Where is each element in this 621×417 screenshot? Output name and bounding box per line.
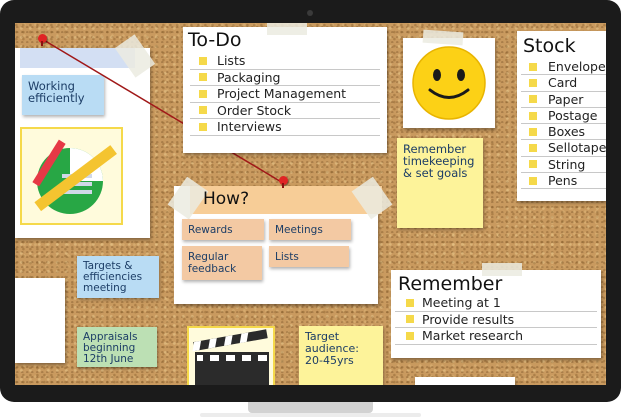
list-item: Market research [395,328,597,345]
corkboard-screen: Working efficiently To-Do Lists Packa [15,23,606,385]
note-text: Target audience: 20-45yrs [305,330,360,367]
monitor-frame: Working efficiently To-Do Lists Packa [0,0,621,402]
bottom-paper [415,377,515,385]
list-item: Project Management [190,86,380,103]
clapperboard-icon [192,329,269,385]
list-item: Pens [521,173,606,190]
card-lists: Lists [269,246,349,267]
smiley-face-icon [412,46,486,120]
list-item: Interviews [190,119,380,136]
list-item: Paper [521,92,606,108]
card-meetings: Meetings [269,219,351,240]
note-text: Targets & efficiencies meeting [83,260,143,294]
todo-title: To-Do [188,29,242,51]
chart-picture [20,127,123,225]
card-rewards: Rewards [182,219,264,240]
stand-base [200,413,421,417]
todo-list [183,27,387,153]
list-item: Boxes [521,124,606,141]
remember-list [391,270,601,358]
note-working-efficiently: Working efficiently [22,75,104,115]
tape-strip [422,29,464,46]
how-header [190,186,382,214]
left-lower-paper [15,278,65,363]
list-item: Sellotape [521,140,606,157]
clapperboard-photo [187,326,275,385]
note-text: Remember timekeeping & set goals [403,142,475,180]
list-item: Provide results [395,312,597,328]
stock-title: Stock [523,35,576,57]
card-regular-feedback: Regular feedback [182,246,262,280]
list-item: Lists [190,53,380,70]
tape-strip [267,23,307,35]
note-text: Appraisals beginning 12th June [83,331,138,365]
list-item: String [521,157,606,174]
push-pin-icon [279,176,288,188]
note-text: Working efficiently [28,79,85,105]
how-title: How? [203,189,250,209]
list-item: Postage [521,108,606,125]
list-item: Envelope [521,59,606,76]
smiley-photo [403,38,495,128]
list-item: Packaging [190,70,380,86]
webcam-icon [307,10,313,16]
tape-strip [482,263,522,276]
list-item: Card [521,75,606,92]
note-targets-efficiencies: Targets & efficiencies meeting [77,256,159,298]
remember-items: Meeting at 1 Provide results Market rese… [395,295,597,345]
push-pin-icon [38,34,47,46]
remember-title: Remember [398,273,503,295]
monitor-stand [248,402,373,413]
stock-items: Envelope Card Paper Postage Boxes Sellot… [521,59,606,190]
note-timekeeping: Remember timekeeping & set goals [397,138,483,228]
list-item: Order Stock [190,103,380,119]
todo-items: Lists Packaging Project Management Order… [190,53,380,136]
pie-chart-pencil-icon [32,139,117,214]
note-appraisals: Appraisals beginning 12th June [77,327,157,367]
list-item: Meeting at 1 [395,295,597,312]
note-target-audience: Target audience: 20-45yrs [299,326,383,385]
